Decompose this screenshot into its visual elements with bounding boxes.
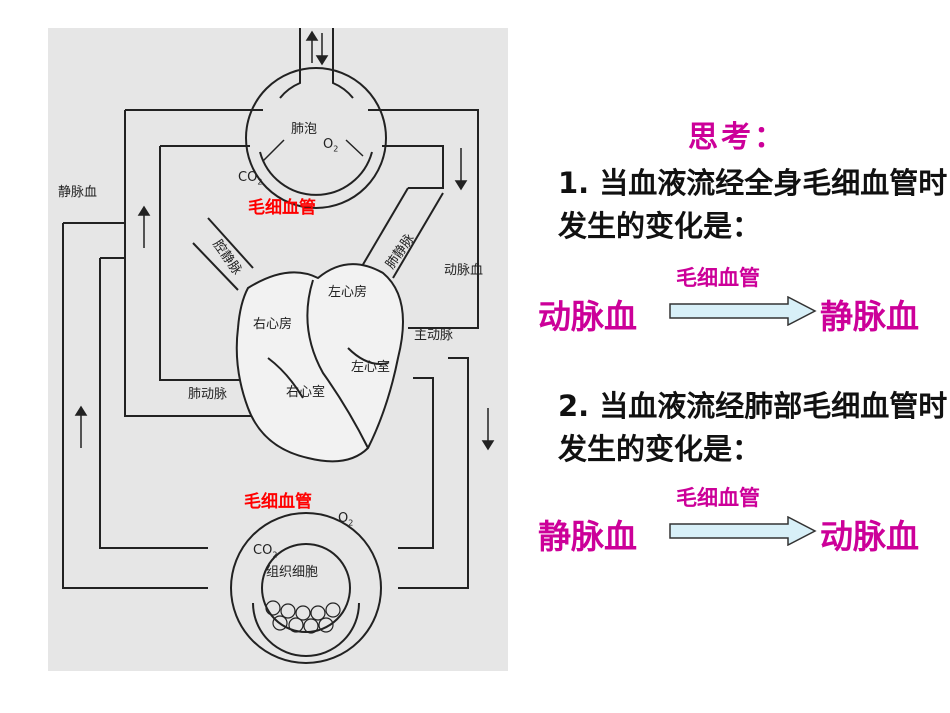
label-right-atrium: 右心房	[253, 317, 293, 332]
label-tissue-cells: 组织细胞	[266, 565, 319, 580]
flow-2-arrow-icon	[669, 516, 817, 546]
label-right-ventricle: 右心室	[286, 385, 326, 400]
circulation-diagram: 肺泡 O2 CO2 毛细血管 静脉血 腔静脉 肺静脉 动脉血 左心房 右心房 主…	[48, 28, 508, 671]
label-venous-blood: 静脉血	[58, 185, 98, 200]
flow-2-to: 动脉血	[820, 517, 919, 556]
label-arterial-blood: 动脉血	[444, 263, 484, 278]
capillary-bottom-label: 毛细血管	[244, 492, 312, 512]
circulation-drawing	[62, 28, 495, 664]
flow-2-from: 静脉血	[538, 517, 637, 556]
label-left-ventricle: 左心室	[351, 360, 391, 375]
flow-1-arrow-icon	[669, 296, 817, 326]
label-pulmonary-artery: 肺动脉	[188, 387, 228, 402]
thinking-panel: 思考： 1. 当血液流经全身毛细血管时发生的变化是： 毛细血管 动脉血 静脉血 …	[520, 0, 950, 713]
label-left-atrium: 左心房	[328, 285, 368, 300]
flow-1-to: 静脉血	[820, 297, 919, 336]
panel-title: 思考：	[688, 120, 787, 155]
label-co2-bottom: CO2	[253, 543, 278, 560]
label-o2-bottom: O2	[338, 511, 354, 528]
question-1: 1. 当血液流经全身毛细血管时发生的变化是：	[558, 166, 948, 243]
label-alveolus: 肺泡	[291, 122, 318, 137]
label-o2-top: O2	[323, 137, 339, 154]
capillary-top-label: 毛细血管	[248, 198, 316, 218]
flow-row-2: 毛细血管 静脉血 动脉血	[538, 482, 950, 556]
flow-row-1: 毛细血管 动脉血 静脉血	[538, 262, 950, 336]
flow-1-via: 毛细血管	[676, 266, 760, 290]
question-2: 2. 当血液流经肺部毛细血管时发生的变化是：	[558, 389, 948, 466]
label-co2-top: CO2	[238, 170, 263, 187]
flow-2-via: 毛细血管	[676, 486, 760, 510]
label-aorta: 主动脉	[414, 328, 454, 343]
flow-1-from: 动脉血	[538, 297, 637, 336]
